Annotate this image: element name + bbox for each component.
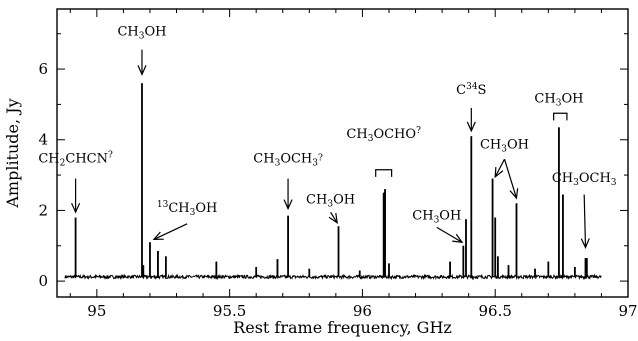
annotation-label-part: OH (145, 25, 167, 40)
arrow-shaft (330, 211, 338, 224)
annotation-label-part: CH (168, 201, 189, 216)
tick-labels: 95 95.5 96 96.5 97 0 2 4 6 (38, 60, 637, 320)
y-tick-label: 6 (38, 60, 48, 78)
annotation-ch3och3-957: CH3OCH3? (253, 152, 323, 211)
annotation-label-part: CH (306, 192, 327, 207)
annotation-label-part: CH (117, 25, 138, 40)
annotation-label: CH2CHCN? (38, 151, 113, 169)
annotation-label: CH3OH (306, 192, 355, 209)
annotation-label-part: 3 (139, 32, 145, 42)
x-tick-label: 95 (87, 302, 106, 320)
annotation-label: CH3OCH3 (552, 171, 617, 188)
annotation-label: CH3OH (412, 208, 461, 225)
annotation-label-part: S (478, 83, 487, 98)
bracket (375, 169, 393, 177)
annotation-label-part: CH (253, 152, 274, 167)
y-tick-label: 0 (38, 272, 48, 290)
axis-ticks (57, 9, 629, 297)
x-tick-label: 97 (618, 302, 637, 320)
annotation-label-part: OH (333, 192, 355, 207)
y-tick-label: 4 (38, 131, 48, 149)
annotation-label-part: 3 (573, 178, 579, 188)
x-tick-label: 96.5 (479, 302, 512, 320)
annotation-label-part: 3 (275, 159, 281, 169)
y-axis-label: Amplitude, Jy (3, 98, 22, 208)
arrow-head (137, 65, 147, 76)
annotation-label-part: CH (552, 171, 573, 186)
plot-frame (56, 8, 629, 298)
arrow-head (580, 238, 590, 250)
annotation-label-part: CH (346, 127, 367, 142)
arrow-head (452, 233, 464, 243)
arrow-head (283, 199, 293, 211)
annotation-label-part: OCH (280, 152, 312, 167)
annotation-label-part: OH (439, 208, 461, 223)
annotation-c34s: C34S (456, 82, 486, 133)
annotation-label-part: 13 (157, 200, 169, 210)
x-tick-label: 95.5 (213, 302, 246, 320)
y-tick-label: 2 (38, 201, 48, 219)
annotation-ch2chcn: CH2CHCN? (38, 151, 113, 214)
annotation-label: 13CH3OH (157, 200, 217, 218)
arrow-head (509, 188, 519, 200)
annotation-label: CH3OCHO? (346, 126, 421, 144)
annotation-label-part: CHCN (65, 152, 108, 167)
annotation-label: C34S (456, 82, 486, 98)
annotation-label-part: OH (561, 92, 583, 107)
annotation-label: CH3OH (117, 25, 166, 42)
annotation-ch3och3-968: CH3OCH3 (552, 171, 617, 250)
annotation-label-part: 3 (327, 199, 333, 209)
annotation-label-part: 3 (368, 134, 374, 144)
arrow-shaft (583, 194, 587, 248)
annotation-label: CH3OCH3? (253, 152, 323, 169)
annotation-ch3oh-951: CH3OH (117, 25, 167, 76)
annotation-label-part: 3 (556, 99, 562, 109)
arrow-head (328, 212, 338, 225)
annotation-ch3oh-967: CH3OH (534, 92, 583, 121)
annotation-label-part: 2 (60, 159, 66, 169)
annotation-label-part: CH (534, 92, 555, 107)
x-tick-label: 96 (353, 302, 372, 320)
annotation-label-part: 3 (190, 208, 196, 218)
annotation-label-part: OH (507, 138, 529, 153)
annotation-label-part: CH (412, 208, 433, 223)
annotation-ch3oh-963: CH3OH (412, 208, 464, 243)
annotation-label: CH3OH (534, 92, 583, 109)
bracket (553, 112, 568, 121)
arrow-head (71, 202, 81, 214)
annotation-label-part: ? (416, 126, 421, 136)
arrow-shaft (153, 223, 188, 240)
annotation-label-part: ? (108, 151, 113, 161)
arrow-shaft (436, 226, 463, 243)
annotation-label-part: 3 (312, 159, 318, 169)
annotation-label-part: OCH (579, 171, 611, 186)
annotation-label-part: 3 (611, 178, 617, 188)
annotation-label: CH3OH (480, 138, 529, 155)
annotation-ch3oh-965: CH3OH (480, 138, 529, 200)
annotation-label-part: 3 (434, 215, 440, 225)
annotation-13ch3oh: 13CH3OH (152, 200, 217, 241)
spectrum-line (64, 83, 602, 281)
annotation-label-part: OH (195, 201, 217, 216)
annotation-ch3oh-959: CH3OH (306, 192, 355, 225)
x-axis-label: Rest frame frequency, GHz (233, 318, 452, 337)
annotation-label-part: C (456, 83, 466, 98)
arrow-shaft (503, 159, 518, 199)
annotation-label-part: CH (480, 138, 501, 153)
arrow-head (152, 231, 164, 241)
annotation-label-part: OCHO (373, 127, 416, 142)
annotation-label-part: 3 (501, 145, 507, 155)
annotation-ch3ocho: CH3OCHO? (346, 126, 421, 177)
annotation-label-part: CH (38, 152, 59, 167)
line-annotations: CH2CHCN?CH3OH13CH3OHCH3OCH3?CH3OHCH3OCHO… (38, 25, 617, 277)
arrow-shaft (494, 158, 506, 178)
arrow-head (494, 166, 504, 179)
annotation-label-part: ? (318, 154, 323, 164)
annotation-label-part: 34 (466, 82, 478, 92)
arrow-head (466, 121, 476, 133)
